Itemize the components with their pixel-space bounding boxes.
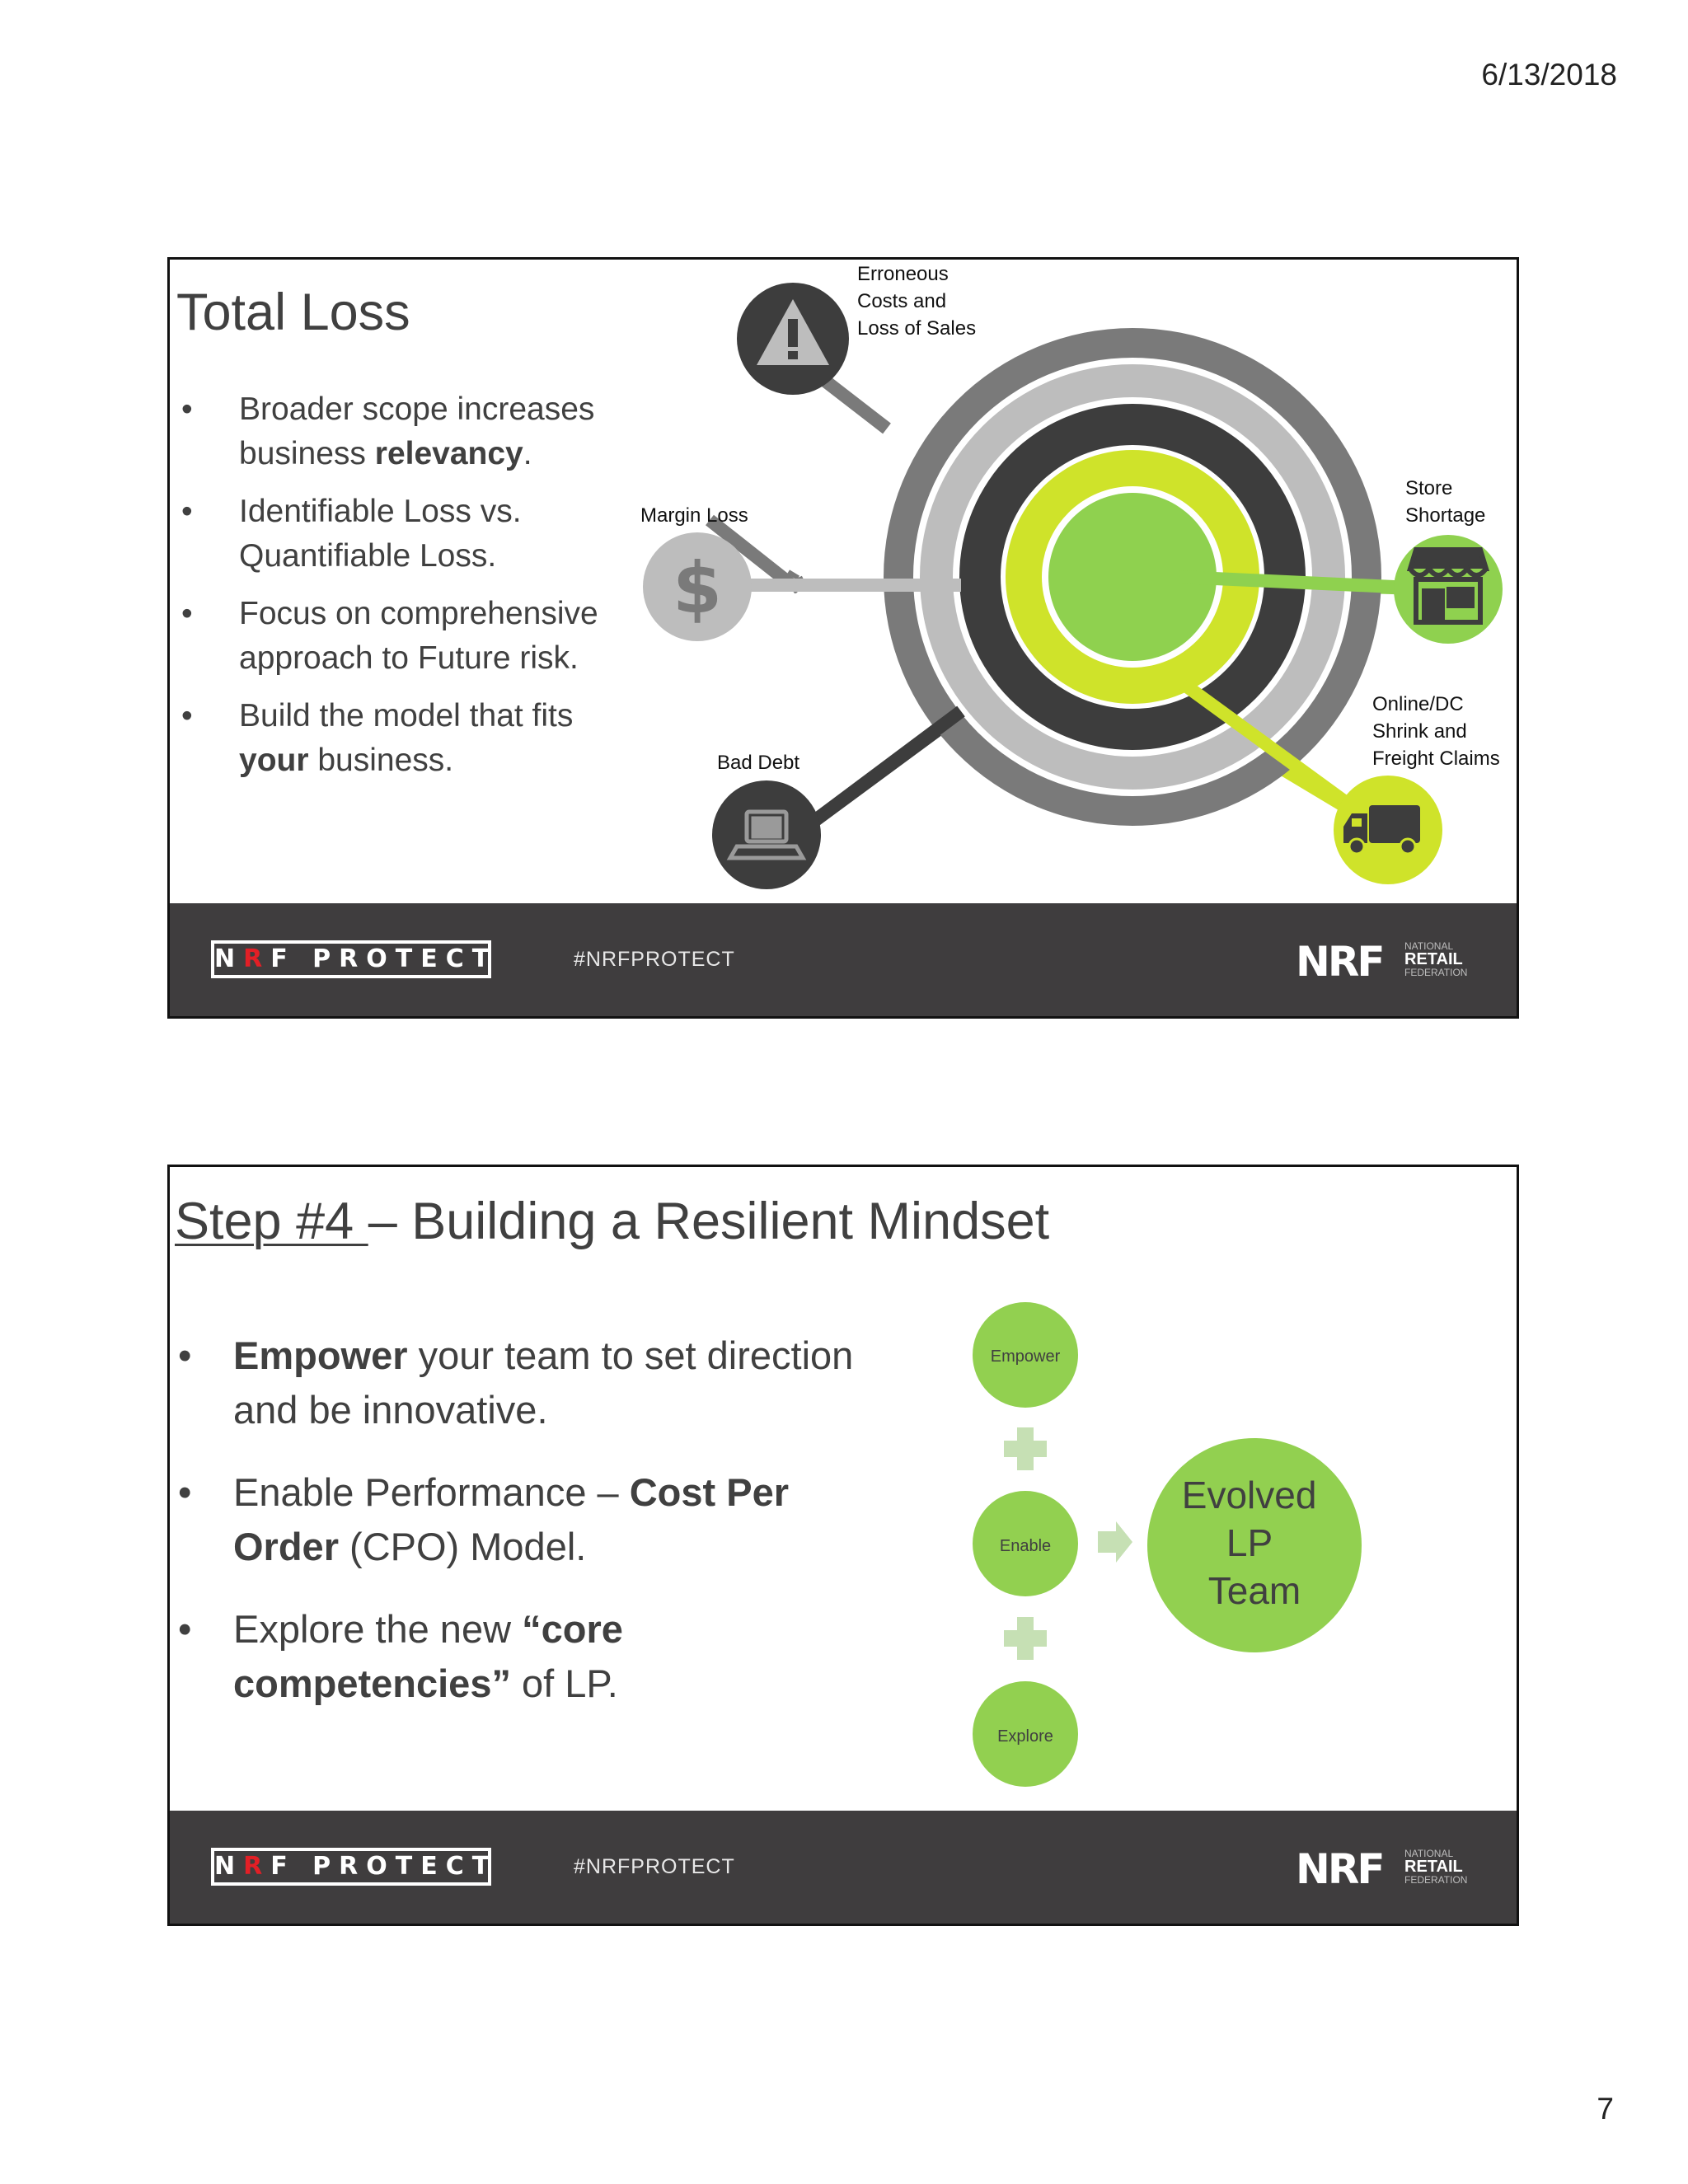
store-icon bbox=[1406, 547, 1490, 625]
plus-icon bbox=[1004, 1427, 1047, 1470]
label-store-shortage: Store Shortage bbox=[1405, 477, 1485, 527]
page-date: 6/13/2018 bbox=[1481, 58, 1617, 91]
node-online-dc bbox=[1334, 776, 1442, 884]
dollar-icon: $ bbox=[673, 547, 722, 630]
hashtag: #NRFPROTECT bbox=[574, 948, 735, 971]
svg-text:RETAIL: RETAIL bbox=[1404, 950, 1463, 968]
slide-total-loss: Total Loss •Broader scope increases busi… bbox=[167, 257, 1519, 1019]
bullet-item: •Build the model that fits your business… bbox=[181, 698, 574, 778]
svg-text:Evolved LP Tea: Evolved LP Team bbox=[1182, 1474, 1327, 1612]
node-explore: Explore bbox=[973, 1681, 1078, 1787]
slide-footer: NRF PROTECT #NRFPROTECT NRF NATIONAL RET… bbox=[170, 1811, 1517, 1924]
bullet-item: •Enable Performance – Cost Per Order (CP… bbox=[178, 1470, 789, 1568]
laptop-icon bbox=[726, 809, 807, 860]
truck-icon bbox=[1343, 805, 1420, 855]
node-erroneous bbox=[737, 283, 849, 395]
total-loss-diagram: $ bbox=[640, 263, 1503, 889]
hashtag: #NRFPROTECT bbox=[574, 1855, 735, 1878]
bullet-item: •Focus on comprehensive approach to Futu… bbox=[181, 596, 598, 676]
svg-text:NRF: NRF bbox=[1296, 938, 1383, 982]
ring-core bbox=[1048, 493, 1217, 661]
node-evolved-lp-team: Evolved LP Team bbox=[1147, 1438, 1362, 1652]
slide-title: Total Loss bbox=[176, 284, 410, 341]
plus-icon bbox=[1004, 1617, 1047, 1660]
svg-text:NRF: NRF bbox=[1296, 1845, 1383, 1890]
mindset-diagram: Empower Enable Explore Evolved LP Team bbox=[973, 1302, 1362, 1787]
label-online-dc: Online/DC Shrink and Freight Claims bbox=[1372, 693, 1500, 770]
bullet-list: •Empower your team to set direction and … bbox=[178, 1329, 903, 1739]
label-erroneous: Erroneous Costs and Loss of Sales bbox=[857, 263, 976, 340]
nrf-logo: NRF NATIONAL RETAIL FEDERATION bbox=[1296, 1845, 1467, 1890]
nrf-logo: NRF NATIONAL RETAIL FEDERATION bbox=[1296, 938, 1467, 982]
bullet-item: •Identifiable Loss vs. Quantifiable Loss… bbox=[181, 494, 522, 574]
svg-text:RETAIL: RETAIL bbox=[1404, 1858, 1463, 1876]
page-number: 7 bbox=[1597, 2092, 1614, 2125]
svg-text:Enable: Enable bbox=[1000, 1537, 1051, 1555]
slide-title: Step #4 – Building a Resilient Mindset bbox=[175, 1193, 1050, 1250]
svg-text:NATIONAL: NATIONAL bbox=[1404, 940, 1453, 952]
warning-icon bbox=[757, 299, 829, 365]
node-enable: Enable bbox=[973, 1491, 1078, 1596]
arrow-right-icon bbox=[1098, 1521, 1132, 1563]
bullet-item: •Broader scope increases business releva… bbox=[181, 391, 595, 471]
label-bad-debt: Bad Debt bbox=[717, 752, 799, 774]
connector-erroneous-loss bbox=[706, 514, 796, 591]
slide-resilient-mindset: Step #4 – Building a Resilient Mindset •… bbox=[167, 1165, 1519, 1926]
svg-text:FEDERATION: FEDERATION bbox=[1404, 967, 1467, 978]
node-store-shortage bbox=[1394, 535, 1503, 644]
slide-footer: NRF PROTECT #NRFPROTECT NRF NATIONAL RET… bbox=[170, 903, 1517, 1016]
label-margin-loss: Margin Loss bbox=[640, 504, 748, 527]
node-margin-loss: $ bbox=[643, 532, 752, 641]
node-bad-debt bbox=[712, 780, 821, 889]
nrf-protect-logo: NRF PROTECT bbox=[211, 940, 491, 978]
bullet-item: •Explore the new “core competencies” of … bbox=[178, 1607, 623, 1705]
bullet-list: •Broader scope increases business releva… bbox=[181, 387, 643, 796]
svg-text:NATIONAL: NATIONAL bbox=[1404, 1848, 1453, 1859]
svg-text:FEDERATION: FEDERATION bbox=[1404, 1874, 1467, 1886]
nrf-protect-logo: NRF PROTECT bbox=[211, 1848, 491, 1886]
node-empower: Empower bbox=[973, 1302, 1078, 1408]
svg-text:Explore: Explore bbox=[997, 1727, 1053, 1746]
svg-text:Empower: Empower bbox=[991, 1347, 1061, 1366]
connector-erroneous bbox=[786, 569, 800, 580]
spoke-bad-debt bbox=[800, 705, 965, 834]
bullet-item: •Empower your team to set direction and … bbox=[178, 1333, 854, 1432]
